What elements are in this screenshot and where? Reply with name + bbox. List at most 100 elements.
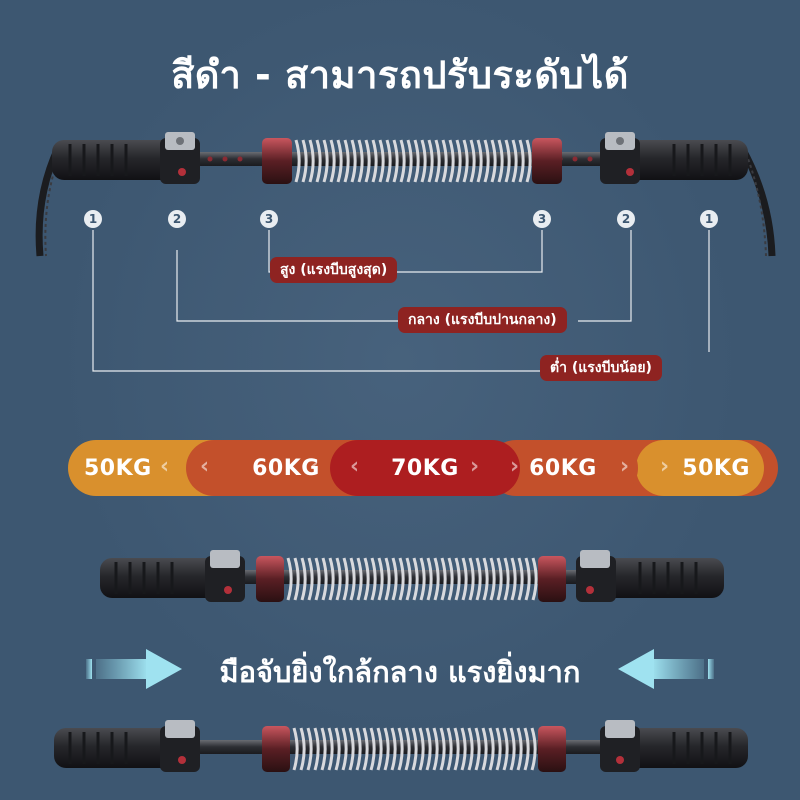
spring-coil <box>329 139 336 183</box>
chevron-right-icon: › <box>620 454 630 479</box>
spring-coil <box>525 139 532 183</box>
spring-coil <box>433 557 440 601</box>
spring-coil <box>313 727 320 771</box>
spring-coil <box>476 139 483 183</box>
slogan-arrows <box>86 649 714 689</box>
spring-coil <box>489 557 496 601</box>
spring-coil <box>397 727 404 771</box>
spring-coil <box>335 557 342 601</box>
scale-level-label: 60KG <box>252 455 320 481</box>
chest-expander-image <box>0 118 800 268</box>
page-title: สีดำ - สามารถปรับระดับได้ <box>171 53 629 97</box>
spring-coil <box>348 727 355 771</box>
chevron-left-icon: ‹ <box>160 454 170 479</box>
chevron-right-icon: › <box>510 454 520 479</box>
spring-coil <box>453 727 460 771</box>
spring-coil <box>320 727 327 771</box>
spring-coil <box>390 727 397 771</box>
spring-coil <box>483 139 490 183</box>
spring-coil <box>399 139 406 183</box>
spring-coil <box>530 727 537 771</box>
spring-coil <box>357 139 364 183</box>
spring-coil <box>488 727 495 771</box>
spring-coil <box>308 139 315 183</box>
level-label-low: ต่ำ (แรงบีบน้อย) <box>540 355 662 381</box>
spring-coil <box>411 727 418 771</box>
spring-coil <box>314 557 321 601</box>
spring-coil <box>383 727 390 771</box>
spring-coil <box>306 727 313 771</box>
arrow-right-icon <box>86 649 182 689</box>
spring-coil <box>467 727 474 771</box>
spring-coil <box>446 727 453 771</box>
spring-coil <box>293 557 300 601</box>
resistance-scale: 50KG 60KG 50KG 60KG 70KG ‹ ‹ ‹ ‹ › › › › <box>0 440 800 496</box>
spring-coil <box>363 557 370 601</box>
spring-coil <box>327 727 334 771</box>
spring-coil <box>524 557 531 601</box>
spring-coil <box>448 139 455 183</box>
expander-drawing-bottom <box>54 720 748 772</box>
scale-level-label: 50KG <box>682 455 750 481</box>
spring-coil <box>455 139 462 183</box>
spring-coil <box>503 557 510 601</box>
spring-coil <box>454 557 461 601</box>
spring-coil <box>385 139 392 183</box>
chevron-left-icon: ‹ <box>310 454 320 479</box>
chest-expander-image <box>0 540 800 620</box>
chevron-left-icon: ‹ <box>350 454 360 479</box>
spring-coil <box>426 557 433 601</box>
slogan-text: มือจับยิ่งใกล้กลาง แรงยิ่งมาก <box>219 655 581 689</box>
spring-coil <box>369 727 376 771</box>
spring-coil <box>355 727 362 771</box>
spring-coil <box>460 727 467 771</box>
position-marker-right-2: 2 <box>617 210 635 228</box>
spring-coil <box>349 557 356 601</box>
spring-coil <box>294 139 301 183</box>
spring-coil <box>398 557 405 601</box>
spring-coil <box>322 139 329 183</box>
spring-coil <box>475 557 482 601</box>
spring-coil <box>292 727 299 771</box>
spring-coil <box>286 557 293 601</box>
spring-coil <box>364 139 371 183</box>
slogan-row: มือจับยิ่งใกล้กลาง แรงยิ่งมาก <box>0 645 800 695</box>
chevron-right-icon: › <box>470 454 480 479</box>
spring-coil <box>511 139 518 183</box>
spring-coil <box>419 557 426 601</box>
arrow-left-icon <box>618 649 714 689</box>
spring-coil <box>307 557 314 601</box>
spring-coil <box>518 139 525 183</box>
position-marker-right-3: 3 <box>533 210 551 228</box>
level-label-high: สูง (แรงบีบสูงสุด) <box>270 257 398 283</box>
spring-coil <box>301 139 308 183</box>
spring-coil <box>412 557 419 601</box>
scale-level-right-50: 50KG <box>636 440 764 496</box>
spring-coil <box>441 139 448 183</box>
spring-coil <box>405 557 412 601</box>
spring-coil <box>504 139 511 183</box>
spring-coil <box>418 727 425 771</box>
scale-level-label: 60KG <box>529 455 597 481</box>
chest-expander-image <box>0 710 800 790</box>
spring-coil <box>481 727 488 771</box>
spring-coil <box>342 557 349 601</box>
spring-coil <box>474 727 481 771</box>
position-marker-left-3: 3 <box>260 210 278 228</box>
spring-coil <box>496 557 503 601</box>
spring-coil <box>356 557 363 601</box>
spring-coil <box>343 139 350 183</box>
spring-coil <box>490 139 497 183</box>
scale-level-label: 50KG <box>84 455 152 481</box>
spring-coil <box>334 727 341 771</box>
level-label-medium: กลาง (แรงบีบปานกลาง) <box>398 307 567 333</box>
spring-coil <box>384 557 391 601</box>
spring-coil <box>434 139 441 183</box>
spring-coil <box>371 139 378 183</box>
spring-coil <box>413 139 420 183</box>
spring-coil <box>469 139 476 183</box>
chevron-right-icon: › <box>660 454 670 479</box>
spring-coil <box>315 139 322 183</box>
spring-coil <box>336 139 343 183</box>
spring-coil <box>391 557 398 601</box>
